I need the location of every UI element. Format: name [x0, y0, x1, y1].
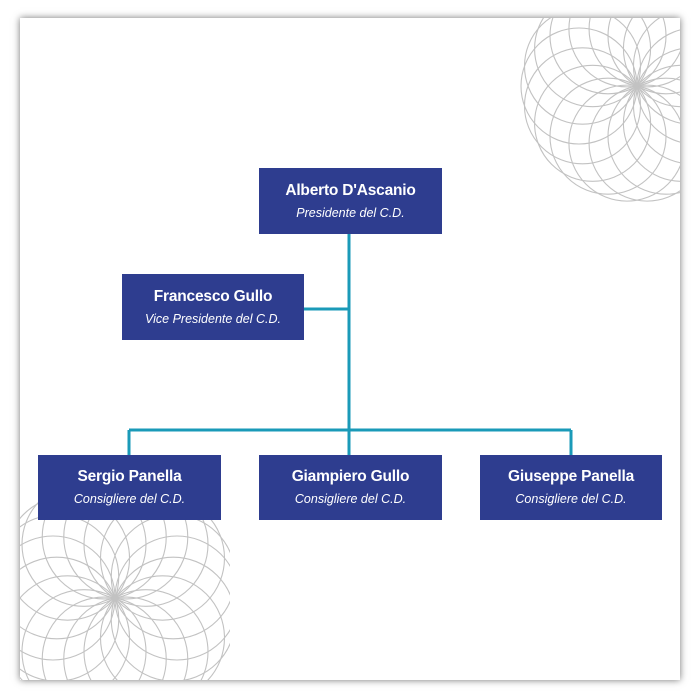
rosette-petal [568, 18, 680, 88]
rosette-petal [41, 498, 167, 600]
rosette-petal [523, 18, 642, 125]
org-chart-card: Alberto D'Ascanio Presidente del C.D. Fr… [20, 18, 680, 680]
councillor-role: Consigliere del C.D. [515, 492, 627, 506]
vice-president-name: Francesco Gullo [153, 287, 273, 305]
councillor-name: Sergio Panella [77, 468, 182, 485]
president-name: Alberto D'Ascanio [285, 181, 416, 199]
president-role: Presidente del C.D. [296, 205, 405, 220]
councillor-role: Consigliere del C.D. [294, 492, 407, 506]
councillor-name: Giampiero Gullo [291, 468, 410, 485]
rosette-petal [607, 18, 680, 95]
node-councillor: Giuseppe Panella Consigliere del C.D. [480, 455, 662, 520]
vice-president-role: Vice Presidente del C.D. [145, 311, 281, 326]
rosette-petal [99, 498, 226, 621]
node-president: Alberto D'Ascanio Presidente del C.D. [259, 168, 442, 234]
node-vice-president: Francesco Gullo Vice Presidente del C.D. [122, 274, 304, 340]
rosette-petal [20, 498, 131, 621]
councillor-role: Consigliere del C.D. [73, 492, 186, 506]
rosette-petal [83, 498, 209, 607]
rosette-petal [63, 498, 189, 600]
rosette-petal [20, 575, 131, 680]
node-councillor: Sergio Panella Consigliere del C.D. [38, 455, 221, 520]
rosette-petal [632, 18, 680, 124]
node-councillor: Giampiero Gullo Consigliere del C.D. [259, 455, 442, 520]
rosette-petal [622, 18, 680, 108]
decorative-rosette-top-right [520, 18, 680, 202]
councillor-name: Giuseppe Panella [507, 468, 634, 485]
rosette-petal [20, 556, 120, 680]
rosette-petal [588, 18, 680, 88]
rosette-petal [549, 18, 667, 95]
connector-lines [127, 234, 573, 455]
rosette-petal [21, 498, 147, 607]
rosette-petal [534, 18, 652, 108]
